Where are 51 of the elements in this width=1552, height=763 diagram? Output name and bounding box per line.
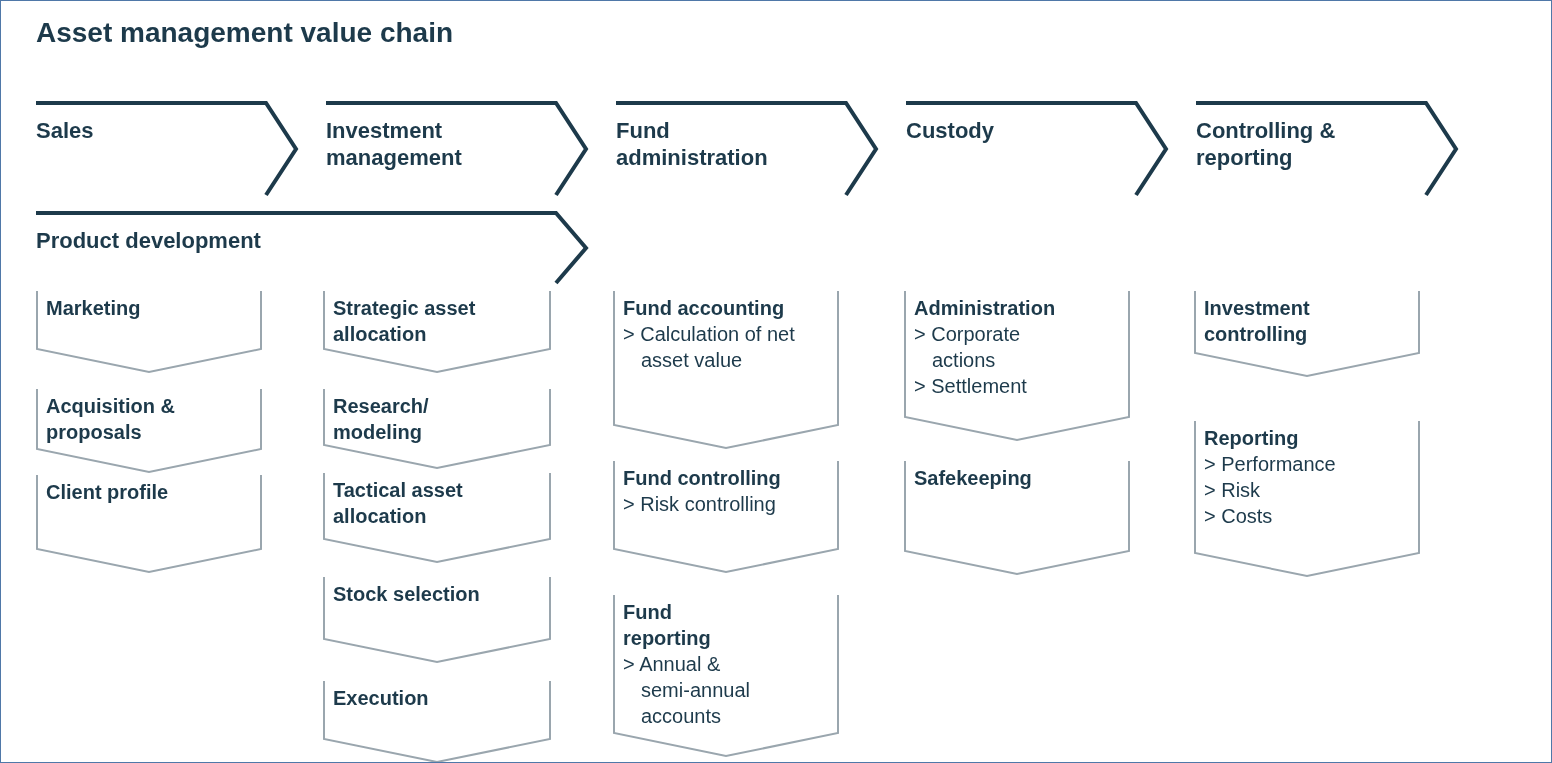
bullet-text: > Risk bbox=[1204, 478, 1262, 503]
stage-banner bbox=[36, 211, 588, 285]
heading-text: Reporting bbox=[1204, 426, 1300, 451]
bullet-text: > Risk controlling bbox=[623, 492, 777, 517]
diagram-title: Asset management value chain bbox=[36, 17, 454, 49]
stage-banner bbox=[1196, 101, 1458, 197]
heading-text: Fund accounting bbox=[623, 296, 786, 321]
heading-text: Stock selection bbox=[333, 582, 481, 607]
heading-text: Client profile bbox=[46, 480, 170, 505]
heading-text: Safekeeping bbox=[914, 466, 1033, 491]
activity-box bbox=[323, 389, 551, 469]
activity-box bbox=[323, 291, 551, 373]
stage-banner bbox=[906, 101, 1168, 197]
heading-text: Fund reporting bbox=[623, 600, 712, 651]
activity-box bbox=[323, 577, 551, 663]
bullet-text: > Annual & semi-annual accounts bbox=[623, 652, 751, 729]
activity-box bbox=[904, 291, 1130, 441]
heading-text: Investment controlling bbox=[1204, 296, 1311, 347]
stage-banner bbox=[326, 101, 588, 197]
heading-text: Fund controlling bbox=[623, 466, 782, 491]
heading-text: Acquisition & proposals bbox=[46, 394, 176, 445]
heading-text: Strategic asset allocation bbox=[333, 296, 477, 347]
activity-box bbox=[1194, 291, 1420, 377]
heading-text: Research/ modeling bbox=[333, 394, 430, 445]
heading-text: Execution bbox=[333, 686, 430, 711]
heading-text: Administration bbox=[914, 296, 1057, 321]
heading-text: Product development bbox=[36, 227, 262, 254]
heading-text: Investment management bbox=[326, 117, 463, 171]
activity-box bbox=[1194, 421, 1420, 577]
heading-text: Marketing bbox=[46, 296, 142, 321]
heading-text: Custody bbox=[906, 117, 995, 144]
stage-banner bbox=[36, 101, 298, 197]
activity-box bbox=[36, 389, 262, 473]
bullet-text: > Calculation of net asset value bbox=[623, 322, 796, 373]
activity-box bbox=[613, 461, 839, 573]
heading-text: Controlling & reporting bbox=[1196, 117, 1337, 171]
activity-box bbox=[36, 291, 262, 373]
bullet-text: > Costs bbox=[1204, 504, 1274, 529]
activity-box bbox=[323, 681, 551, 762]
heading-text: Sales bbox=[36, 117, 95, 144]
activity-box bbox=[904, 461, 1130, 575]
activity-box bbox=[613, 291, 839, 449]
activity-box bbox=[36, 475, 262, 573]
bullet-text: > Settlement bbox=[914, 374, 1028, 399]
stage-banner bbox=[616, 101, 878, 197]
bullet-text: > Performance bbox=[1204, 452, 1337, 477]
heading-text: Tactical asset allocation bbox=[333, 478, 464, 529]
bullet-text: > Corporate actions bbox=[914, 322, 1022, 373]
activity-box bbox=[323, 473, 551, 563]
activity-box bbox=[613, 595, 839, 757]
heading-text: Fund administration bbox=[616, 117, 769, 171]
